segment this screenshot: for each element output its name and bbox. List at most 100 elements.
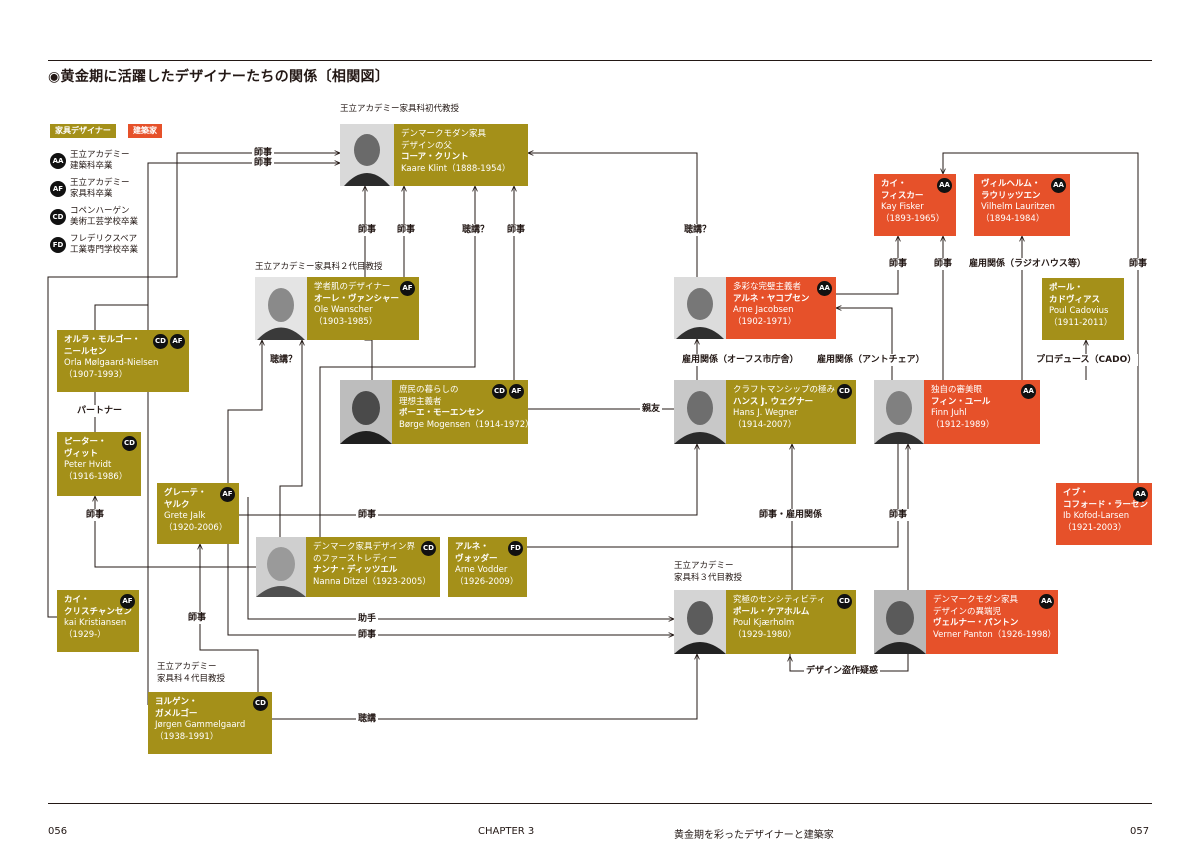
footer-left-page: 056 — [48, 826, 68, 837]
label-shiji: 師事 — [505, 224, 528, 236]
node-name: ピーター・ ヴィット — [64, 437, 107, 459]
footer-chapter: CHAPTER 3 — [478, 826, 535, 837]
node-roman: Peter Hvidt （1916-1986） — [64, 460, 128, 482]
node-roman: Verner Panton（1926-1998） — [933, 629, 1057, 640]
node-lauritzen: AA ヴィルヘルム・ ラウリッツエン Vilhelm Lauritzen （18… — [974, 174, 1070, 236]
node-kristiansen: AF カイ・ クリスチャンセン kai Kristiansen （1929-） — [57, 590, 139, 652]
label-koyo-antchair: 雇用関係（アントチェア） — [815, 354, 927, 366]
node-name: ヴェルナー・パントン — [933, 618, 1019, 628]
portrait-wanscher — [255, 277, 307, 340]
line-mentor-kjaerholm — [227, 544, 674, 635]
badge-cd-icon: CD — [253, 696, 268, 711]
portrait-juhl — [874, 380, 924, 444]
node-name: ヴィルヘルム・ ラウリッツエン — [981, 179, 1041, 201]
line-kofod-fisker — [943, 152, 1139, 483]
badge-af-icon: AF — [120, 594, 135, 609]
label-produce-cado: プロデュース（CADO） — [1034, 354, 1139, 366]
footer-book-title: 黄金期を彩ったデザイナーと建築家 — [674, 830, 834, 841]
portrait-jacobsen — [674, 277, 726, 339]
badge-cd-icon: CD — [837, 384, 852, 399]
badge-aa-icon: AA — [1021, 384, 1036, 399]
node-juhl: AA 独自の審美眼 フィン・ユール Finn Juhl （1912-1989） — [924, 380, 1040, 444]
label-koyo-aarhus: 雇用関係（オーフス市庁舎） — [680, 354, 801, 366]
node-name: フィン・ユール — [931, 396, 991, 407]
legend-text: フレデリクスベア 工業専門学校卒業 — [70, 234, 139, 255]
node-vodder: FD アルネ・ ヴォッダー Arne Vodder （1926-2009） — [448, 537, 527, 597]
page-title: ◉黄金期に活躍したデザイナーたちの関係〔相関図〕 — [48, 69, 390, 85]
node-roman: kai Kristiansen （1929-） — [64, 618, 127, 640]
node-kofod-larsen: AA イブ・ コフォード・ラーセン Ib Kofod-Larsen （1921-… — [1056, 483, 1152, 545]
line-ditzel-klint — [319, 186, 475, 537]
line-gammelgaard-kjaerholm — [272, 654, 697, 720]
label-shiji: 師事 — [252, 157, 275, 169]
label-choukou: 聴講 — [356, 713, 379, 725]
node-name: ナンナ・ディッツエル — [313, 565, 398, 575]
line-panton-jacobsen — [836, 308, 893, 380]
node-name: グレーテ・ ヤルク — [164, 488, 207, 510]
line-jacobsen-klint — [528, 153, 698, 277]
node-fisker: AA カイ・ フィスカー Kay Fisker （1893-1965） — [874, 174, 956, 236]
line-jalk-wegner — [238, 444, 697, 516]
label-shiji: 師事 — [252, 147, 275, 159]
label-partner: パートナー — [75, 405, 125, 417]
badge-af-icon: AF — [400, 281, 415, 296]
caption-kjaerholm: 王立アカデミー 家具科３代目教授 — [674, 561, 743, 583]
badge-aa-icon: AA — [1039, 594, 1054, 609]
node-name: ポール・ケアホルム — [733, 606, 810, 617]
node-roman: Arne Vodder （1926-2009） — [455, 565, 519, 587]
node-tagline: 究極のセンシティビティ — [733, 595, 826, 605]
node-roman: Orla Mølgaard-Nielsen （1907-1993） — [64, 358, 159, 380]
node-roman: Kaare Klint（1888-1954） — [401, 163, 511, 174]
legend-text: 王立アカデミー 建築科卒業 — [70, 150, 130, 171]
node-name: ボーエ・モーエンセン — [399, 408, 485, 418]
node-hvidt: CD ピーター・ ヴィット Peter Hvidt （1916-1986） — [57, 432, 141, 496]
node-tagline: デンマーク家具デザイン界 のファーストレディー — [313, 542, 416, 564]
node-roman: Børge Mogensen（1914-1972） — [399, 419, 534, 430]
label-shiji: 師事 — [1127, 258, 1150, 270]
badge-fd-icon: FD — [50, 237, 66, 253]
label-shiji: 師事 — [84, 509, 107, 521]
node-roman: Grete Jalk （1920-2006） — [164, 511, 228, 533]
portrait-ditzel — [256, 537, 306, 597]
node-ditzel: CD デンマーク家具デザイン界 のファーストレディー ナンナ・ディッツエル Na… — [306, 537, 440, 597]
line-jalk-wanscher-2 — [227, 340, 262, 483]
legend-text: コペンハーゲン 美術工芸学校卒業 — [70, 206, 139, 227]
node-gammelgaard: CD ヨルゲン・ ガメルゴー Jørgen Gammelgaard （1938-… — [148, 692, 272, 754]
node-tagline: 多彩な完璧主義者 — [733, 282, 802, 292]
badge-cd-icon: CD — [122, 436, 137, 451]
line-assistant — [247, 497, 674, 619]
badge-cd-icon: CD — [837, 594, 852, 609]
label-design-tousaku: デザイン盗作疑惑 — [804, 665, 881, 677]
node-tagline: デンマークモダン家具 デザインの父 — [401, 129, 487, 151]
node-name: オーレ・ヴァンシャー — [314, 293, 400, 304]
badge-aa-icon: AA — [817, 281, 832, 296]
line-jacobsen-fisker — [836, 236, 898, 295]
node-name: アルネ・ ヴォッダー — [455, 542, 498, 564]
legend-text: 王立アカデミー 家具科卒業 — [70, 178, 130, 199]
portrait-panton — [874, 590, 926, 654]
node-name: ポール・ カドヴィアス — [1049, 283, 1101, 305]
portrait-mogensen — [340, 380, 392, 444]
node-roman: Arne Jacobsen （1902-1971） — [733, 305, 797, 327]
label-shiji: 師事 — [887, 258, 910, 270]
label-shiji: 師事 — [356, 629, 379, 641]
node-roman: Vilhelm Lauritzen （1894-1984） — [981, 202, 1055, 224]
node-kjaerholm: CD 究極のセンシティビティ ポール・ケアホルム Poul Kjærholm （… — [726, 590, 856, 654]
badge-fd-icon: FD — [508, 541, 523, 556]
portrait-klint — [340, 124, 394, 186]
legend-architect: 建築家 — [128, 124, 162, 138]
caption-klint: 王立アカデミー家具科初代教授 — [340, 104, 460, 114]
node-tagline: デンマークモダン家具 デザインの異端児 — [933, 595, 1019, 617]
node-name: イブ・ コフォード・ラーセン — [1063, 488, 1149, 510]
badge-aa-icon: AA — [1051, 178, 1066, 193]
node-name: コーア・クリント — [401, 152, 469, 162]
footer-right-page: 057 — [1130, 826, 1150, 837]
node-tagline: クラフトマンシップの極み — [733, 385, 836, 395]
node-name: カイ・ クリスチャンセン — [64, 595, 132, 617]
node-tagline: 庶民の暮らしの 理想主義者 — [399, 385, 459, 407]
node-wanscher: AF 学者肌のデザイナー オーレ・ヴァンシャー Ole Wanscher （19… — [307, 277, 419, 340]
badge-cd-icon: CD — [153, 334, 168, 349]
bottom-rule — [48, 803, 1152, 804]
